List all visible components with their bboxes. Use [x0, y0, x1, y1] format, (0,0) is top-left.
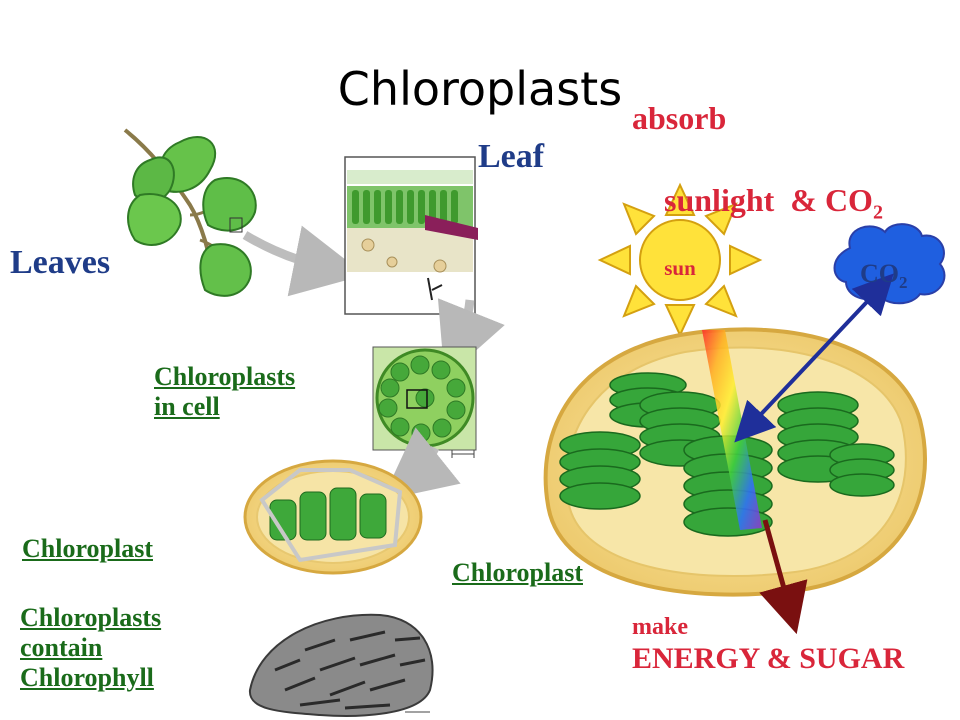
leaves-illustration [123, 128, 257, 297]
arrow-leaf-to-cell [437, 298, 505, 379]
chlorophyll-caption-line1: Chloroplasts [20, 603, 162, 632]
chloroplast-micrograph [248, 613, 434, 717]
chloroplast-small-label: Chloroplast [22, 534, 153, 563]
chloroplast-large-label: Chloroplast [452, 558, 583, 587]
sunlight-beam [702, 330, 762, 530]
sunlight-co2-label: sunlight & CO2 [632, 145, 883, 261]
cell-illustration [372, 346, 477, 458]
sunlight-co2-subscript: 2 [872, 201, 883, 224]
chlorophyll-caption: Chloroplasts contain Chlorophyll [20, 603, 161, 693]
make-label: make [632, 614, 688, 640]
chloroplasts-in-cell-label: Chloroplasts in cell [154, 362, 295, 422]
sunlight-co2-text: sunlight & CO [664, 182, 873, 218]
chlorophyll-caption-line3: Chlorophyll [20, 663, 154, 692]
chloroplasts-in-cell-line2: in cell [154, 392, 220, 421]
page-title: Chloroplasts [337, 62, 623, 116]
co2-cloud-label: CO2 [860, 259, 908, 292]
energy-sugar-label: ENERGY & SUGAR [632, 642, 905, 675]
leaf-cross-section [344, 156, 478, 315]
arrow-cell-to-chloroplast [381, 427, 461, 501]
energy-arrow [759, 519, 808, 635]
chlorophyll-caption-line2: contain [20, 633, 103, 662]
co2-arrow [734, 273, 894, 443]
large-chloroplast [543, 327, 927, 597]
chloroplasts-in-cell-line1: Chloroplasts [154, 362, 296, 391]
arrow-leaves-to-leaf [242, 225, 366, 297]
small-chloroplast [243, 459, 423, 575]
leaf-label: Leaf [478, 138, 545, 175]
absorb-label: absorb [632, 100, 727, 136]
sun-illustration [597, 182, 763, 338]
leaves-label: Leaves [10, 244, 111, 281]
sun-label: sun [664, 256, 696, 280]
